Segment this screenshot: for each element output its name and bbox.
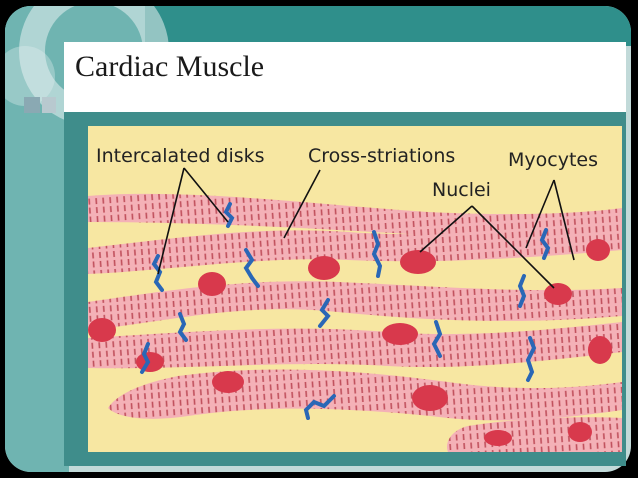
nucleus [382, 323, 418, 345]
nucleus [400, 250, 436, 274]
pointer-myocytes [525, 179, 555, 249]
muscle-fiber [88, 222, 622, 274]
intercalated-disk [318, 298, 331, 328]
intercalated-disk [177, 312, 188, 342]
pointer-myocytes [553, 179, 575, 261]
intercalated-disk [223, 202, 235, 228]
nucleus [588, 336, 612, 364]
title-bar [64, 42, 626, 104]
decor-circle-small [5, 46, 55, 106]
intercalated-disk [431, 320, 443, 358]
muscle-fiber [88, 281, 622, 330]
intercalated-disk [371, 230, 383, 278]
label-nuclei: Nuclei [432, 179, 491, 201]
nucleus [484, 430, 512, 446]
nucleus [198, 272, 226, 296]
intercalated-disk [151, 254, 164, 292]
cardiac-muscle-diagram: Intercalated disks Cross-striations Myoc… [88, 126, 622, 452]
pointer-nuclei [419, 205, 473, 253]
intercalated-disks [140, 202, 551, 420]
nucleus [412, 385, 448, 411]
nucleus [568, 422, 592, 442]
nucleus [308, 256, 340, 280]
decor-square [24, 97, 40, 113]
intercalated-disk [140, 342, 151, 374]
pointer-intercalated-disks [157, 167, 185, 275]
nucleus [544, 283, 572, 305]
nucleus [88, 318, 116, 342]
pointer-intercalated-disks [183, 167, 229, 223]
label-cross-striations: Cross-striations [308, 145, 455, 167]
pointer-nuclei [471, 205, 555, 289]
muscle-fiber [88, 322, 622, 369]
decor-square [42, 97, 56, 113]
label-intercalated-disks: Intercalated disks [96, 145, 265, 167]
intercalated-disk [517, 274, 527, 308]
pointer-cross-striations [283, 169, 321, 239]
label-pointers [157, 167, 575, 289]
slide-title: Cardiac Muscle [75, 50, 265, 83]
nucleus [586, 239, 610, 261]
label-myocytes: Myocytes [508, 149, 598, 171]
nucleus [212, 371, 244, 393]
intercalated-disk [539, 228, 551, 260]
intercalated-disk [243, 248, 260, 288]
intercalated-disk [525, 336, 537, 382]
title-underline [64, 104, 626, 112]
intercalated-disk [303, 394, 336, 420]
muscle-fiber [88, 193, 622, 237]
